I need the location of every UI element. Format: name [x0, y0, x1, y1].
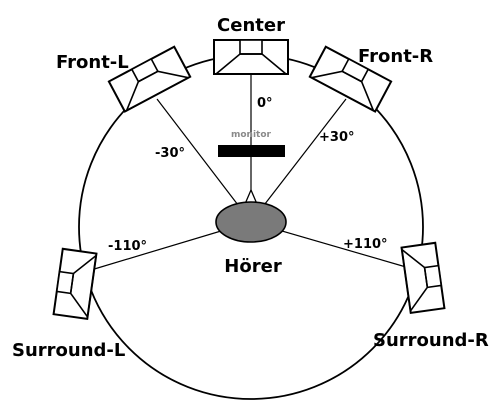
surround-left-speaker-icon [52, 247, 98, 321]
front-left-speaker-icon [107, 45, 192, 113]
listener-head [215, 201, 287, 243]
listener-label: Hörer [224, 256, 282, 277]
label-surround-right: Surround-R [373, 330, 489, 351]
angle-front-right: +30° [319, 130, 354, 145]
monitor-bar [218, 145, 285, 157]
surround-right-speaker-icon [400, 241, 446, 315]
angle-front-left: -30° [155, 146, 185, 161]
angle-surround-left: -110° [108, 239, 147, 254]
ray-front-right [250, 98, 347, 223]
monitor-label: monitor [231, 130, 272, 140]
label-front-left: Front-L [56, 52, 129, 73]
center-speaker-icon [213, 39, 289, 75]
label-surround-left: Surround-L [12, 340, 125, 361]
ray-front-left [156, 98, 252, 223]
label-front-right: Front-R [358, 46, 433, 67]
angle-center: 0° [257, 96, 273, 111]
label-center: Center [217, 15, 285, 36]
angle-surround-right: +110° [343, 237, 388, 252]
front-right-speaker-icon [308, 45, 393, 113]
